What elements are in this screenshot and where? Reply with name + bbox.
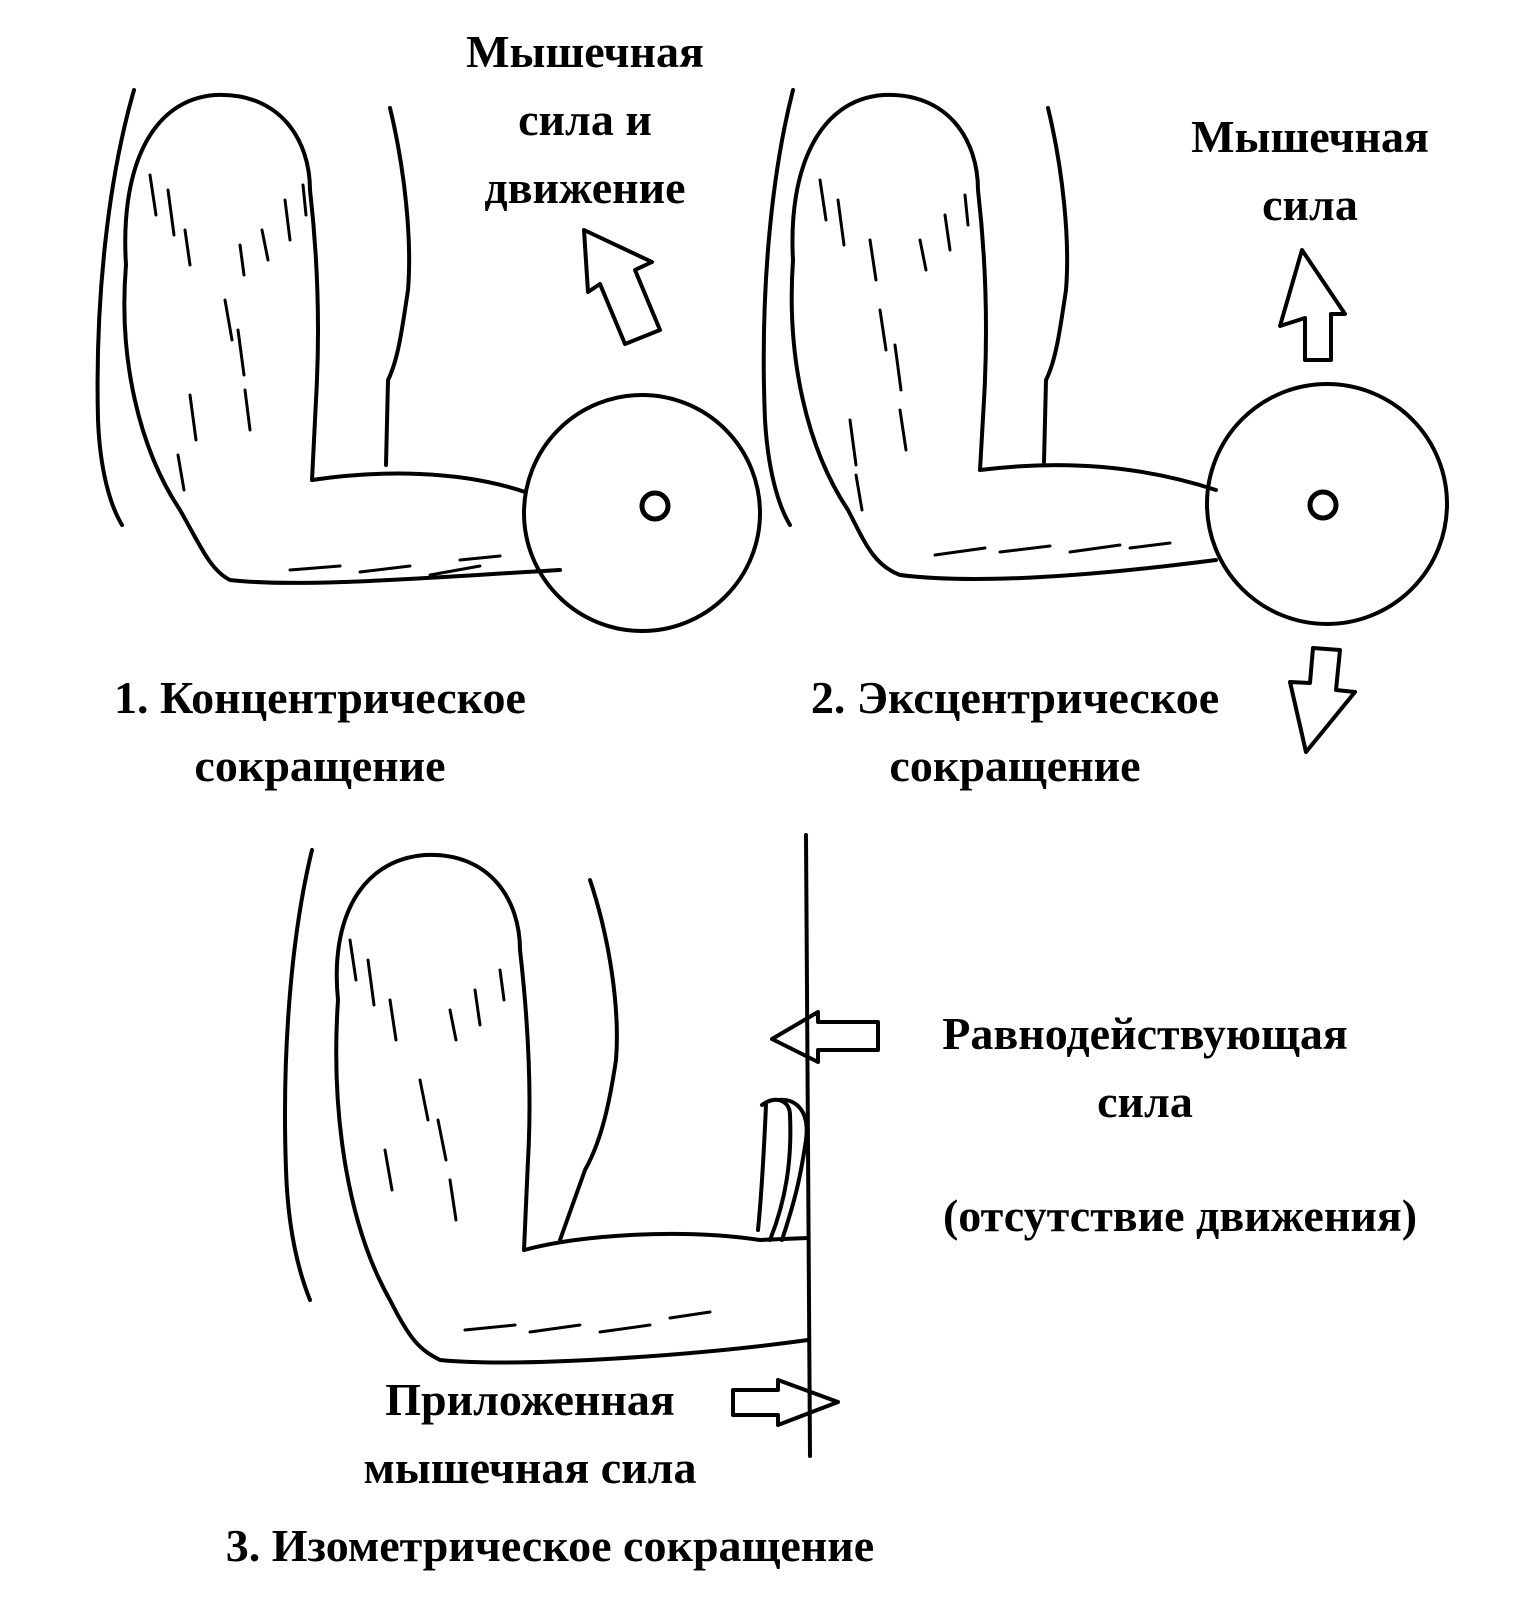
panel-2-weight <box>1205 382 1449 626</box>
panel-1-force-label-line-3: движение <box>484 162 686 213</box>
panel-3-resultant-label-line-1: Равнодействующая <box>942 1008 1348 1059</box>
panel-1-arm <box>95 88 562 585</box>
panel-1-force-label: Мышечная сила и движение <box>420 18 750 222</box>
panel-2-caption: 2. Эксцентрическое сокращение <box>730 664 1300 800</box>
panel-2-force-label-line-2: сила <box>1262 179 1358 230</box>
panel-3-applied-label-line-2: мышечная сила <box>363 1442 697 1493</box>
panel-3-no-motion-note: (отсутствие движения) <box>942 1190 1418 1241</box>
panel-1-force-label-line-2: сила и <box>518 94 652 145</box>
panel-2-caption-line-2: сокращение <box>889 740 1141 791</box>
panel-3-resultant-label-line-2: сила <box>1097 1076 1193 1127</box>
panel-3-left-arrow <box>770 1010 880 1064</box>
panel-3-applied-label: Приложенная мышечная сила <box>300 1366 760 1502</box>
panel-2-force-label-line-1: Мышечная <box>1191 111 1429 162</box>
panel-2-up-arrow <box>1278 248 1347 362</box>
panel-3-right-arrow <box>731 1378 840 1427</box>
panel-2-caption-line-1: 2. Эксцентрическое <box>810 672 1220 723</box>
panel-1-caption-line-2: сокращение <box>194 740 446 791</box>
panel-3-applied-label-line-1: Приложенная <box>385 1374 675 1425</box>
panel-1-weight <box>522 393 762 633</box>
panel-3-arm <box>283 848 810 1365</box>
panel-3-resultant-label: Равнодействующая сила <box>900 1000 1390 1136</box>
panel-1-up-arrow <box>582 228 662 346</box>
panel-2-arm <box>761 88 1218 582</box>
panel-1-caption: 1. Концентрическое сокращение <box>40 664 600 800</box>
panel-2-down-arrow <box>1288 646 1357 754</box>
panel-1-caption-line-1: 1. Концентрическое <box>114 672 526 723</box>
panel-3-caption: 3. Изометрическое сокращение <box>225 1520 875 1571</box>
panel-1-force-label-line-1: Мышечная <box>466 26 704 77</box>
panel-2-force-label: Мышечная сила <box>1140 103 1480 239</box>
wall-line <box>804 833 812 1458</box>
